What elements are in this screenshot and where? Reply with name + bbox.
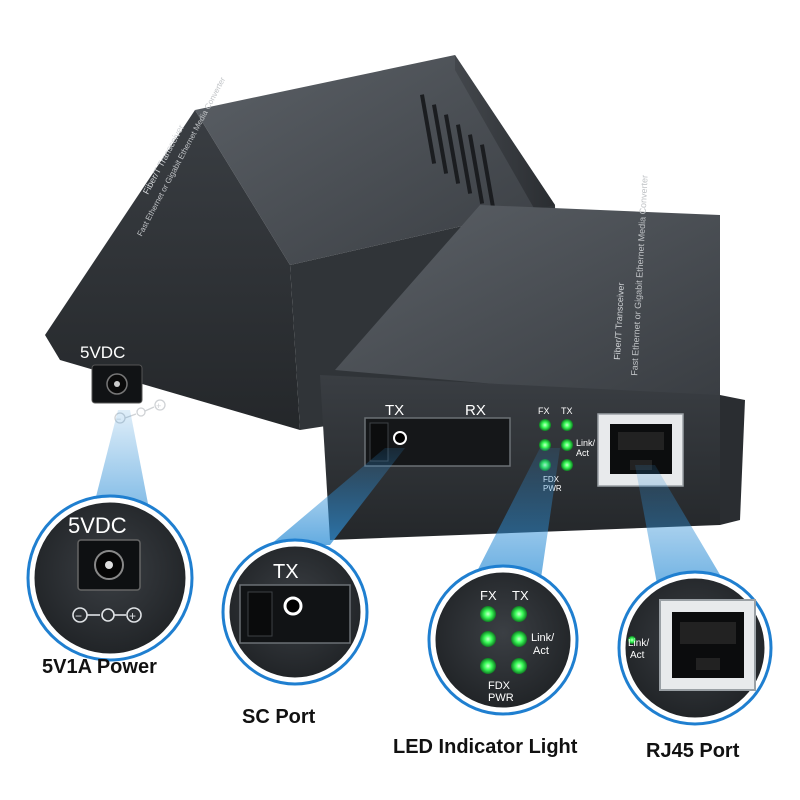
callout-sc-port: TX [221,538,369,686]
callout-led: FX TX Link/ Act FDX PWR [427,564,579,716]
back-unit-side-face [455,55,555,245]
callout-led-row2-left [480,631,496,647]
caption-rj45: RJ45 Port [646,740,740,762]
callout-power-label: 5VDC [68,513,127,538]
callout-rj45: Link/ Act [617,570,773,726]
callout-led-link [511,631,527,647]
callout-led-pwr [511,658,527,674]
callout-led-link-label-2: Act [533,645,549,657]
front-sc-rx-label: RX [465,402,486,419]
front-unit-brand-text: Fiber/T Transceiver [612,282,626,360]
front-led-fx [539,419,551,431]
front-led-link-label-1: Link/ [576,438,596,448]
callout-led-fdx [480,658,496,674]
callout-led-fx [480,606,496,622]
vent-slots [419,94,497,214]
front-media-converter: Fiber/T Transceiver Fast Ethernet or Gig… [320,175,745,540]
callout-power-plus: + [129,609,136,623]
back-unit-front-face [45,110,300,430]
callout-sc-tx-label: TX [273,561,299,583]
front-led-link-label-2: Act [576,448,590,458]
caption-sc-port: SC Port [242,706,316,728]
callout-led-tx-label: TX [512,588,529,603]
front-led-fx-label: FX [538,406,550,416]
back-power-label: 5VDC [80,343,125,362]
callout-rj45-link-label-2: Act [630,650,645,661]
callout-power: 5VDC − + [26,494,194,662]
front-led-tx [561,419,573,431]
callout-power-minus: − [75,609,82,623]
callout-led-tx [511,606,527,622]
front-led-pwr [561,459,573,471]
callout-led-pwr-label: PWR [488,692,514,704]
front-led-link [561,439,573,451]
callout-led-fx-label: FX [480,588,497,603]
callout-rj45-link-label-1: Link/ [628,638,649,649]
caption-led: LED Indicator Light [393,736,578,758]
back-unit-top-face [195,55,555,265]
front-sc-tx-label: TX [385,402,404,419]
front-unit-top-face [335,205,720,395]
back-polarity-plus: + [156,401,161,411]
front-led-tx-label: TX [561,406,573,416]
caption-power: 5V1A Power [42,656,157,678]
callout-led-fdx-label: FDX [488,680,511,692]
callout-led-link-label-1: Link/ [531,632,555,644]
